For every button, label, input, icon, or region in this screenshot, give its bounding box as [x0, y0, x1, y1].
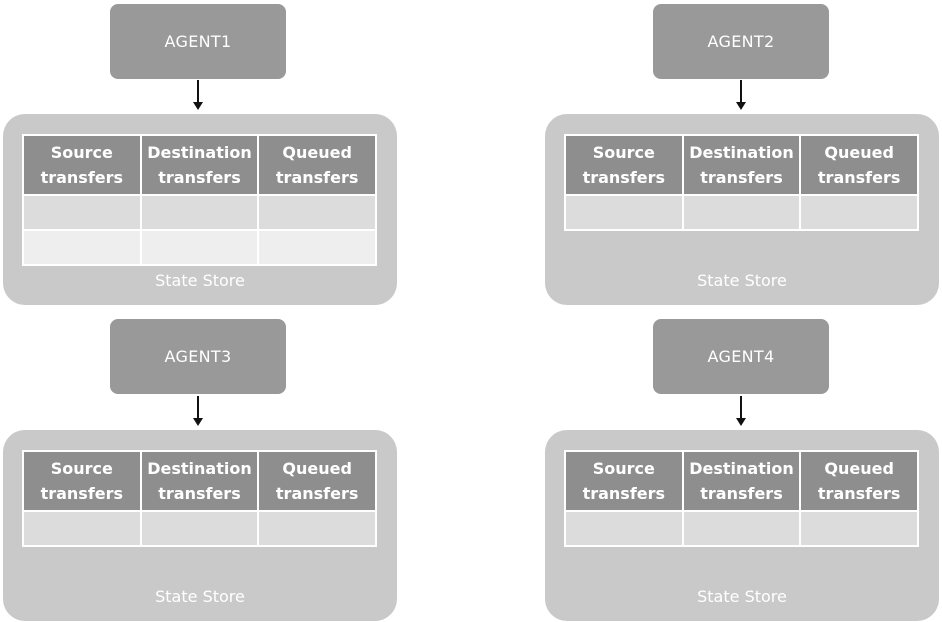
table-cell: [681, 194, 802, 231]
agent2-arrow: [736, 80, 746, 110]
agent3-label: AGENT3: [164, 347, 232, 366]
agent4-label: AGENT4: [707, 347, 775, 366]
agent4-transfers-table: Source transfers Destination transfers Q…: [564, 450, 919, 547]
table-row: [22, 229, 377, 266]
queued-transfers-header: Queued transfers: [257, 450, 377, 512]
destination-transfers-header: Destination transfers: [139, 450, 260, 512]
agent3-box: AGENT3: [110, 319, 286, 394]
table-cell: [799, 194, 919, 231]
agent1-transfers-table: Source transfers Destination transfers Q…: [22, 134, 377, 266]
agent2-transfers-table: Source transfers Destination transfers Q…: [564, 134, 919, 231]
destination-transfers-header: Destination transfers: [681, 450, 802, 512]
state-store-label: State Store: [155, 587, 245, 606]
agent1-label: AGENT1: [164, 32, 232, 51]
source-transfers-header: Source transfers: [564, 450, 684, 512]
state-store-label: State Store: [697, 587, 787, 606]
source-transfers-header: Source transfers: [22, 134, 142, 196]
table-cell: [257, 229, 377, 266]
table-cell: [139, 510, 260, 547]
table-cell: [22, 229, 142, 266]
table-cell: [257, 194, 377, 231]
agent4-arrow: [736, 396, 746, 426]
table-row: [22, 194, 377, 231]
agent1-box: AGENT1: [110, 4, 286, 79]
table-cell: [257, 510, 377, 547]
agent1-arrow: [193, 80, 203, 110]
table-cell: [681, 510, 802, 547]
table-cell: [139, 194, 260, 231]
agent3-transfers-table: Source transfers Destination transfers Q…: [22, 450, 377, 547]
agent2-box: AGENT2: [653, 4, 829, 79]
destination-transfers-header: Destination transfers: [681, 134, 802, 196]
agent4-state-store: Source transfers Destination transfers Q…: [545, 430, 939, 621]
table-cell: [564, 194, 684, 231]
agent2-state-store: Source transfers Destination transfers Q…: [545, 114, 939, 305]
agent1-state-store: Source transfers Destination transfers Q…: [3, 114, 397, 305]
destination-transfers-header: Destination transfers: [139, 134, 260, 196]
table-row: [564, 510, 919, 547]
state-store-label: State Store: [155, 271, 245, 290]
source-transfers-header: Source transfers: [564, 134, 684, 196]
agent3-arrow: [193, 396, 203, 426]
table-cell: [139, 229, 260, 266]
agent3-state-store: Source transfers Destination transfers Q…: [3, 430, 397, 621]
source-transfers-header: Source transfers: [22, 450, 142, 512]
queued-transfers-header: Queued transfers: [799, 450, 919, 512]
table-cell: [22, 510, 142, 547]
table-cell: [564, 510, 684, 547]
queued-transfers-header: Queued transfers: [257, 134, 377, 196]
state-store-label: State Store: [697, 271, 787, 290]
table-row: [22, 510, 377, 547]
table-row: [564, 194, 919, 231]
agent4-box: AGENT4: [653, 319, 829, 394]
queued-transfers-header: Queued transfers: [799, 134, 919, 196]
agent2-label: AGENT2: [707, 32, 775, 51]
table-cell: [22, 194, 142, 231]
table-cell: [799, 510, 919, 547]
